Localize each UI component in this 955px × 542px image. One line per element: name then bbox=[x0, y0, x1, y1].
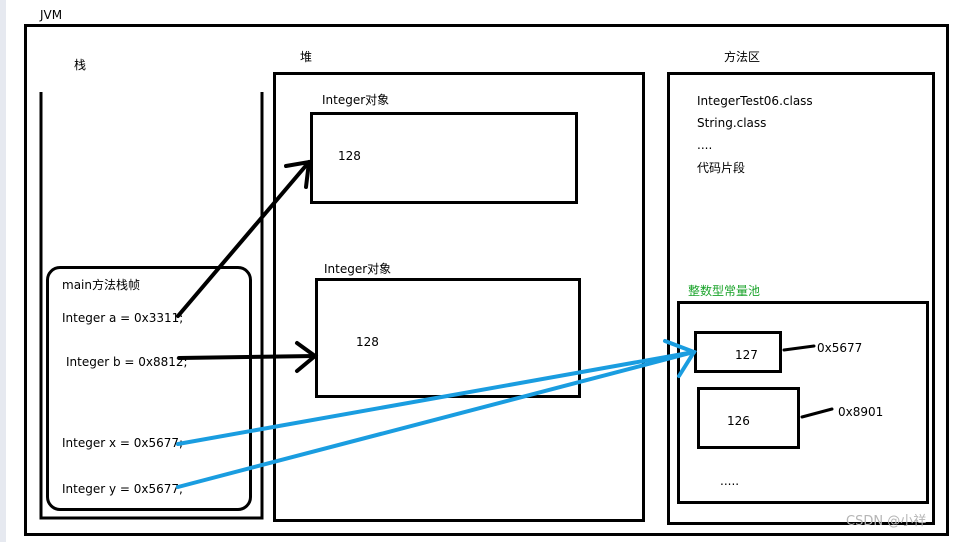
method-item-class: IntegerTest06.class bbox=[697, 94, 813, 108]
pool-entry-127-value: 127 bbox=[735, 348, 758, 362]
pool-entry-126-address: 0x8901 bbox=[838, 405, 884, 419]
page-left-rule bbox=[0, 0, 6, 542]
method-item-code: 代码片段 bbox=[697, 161, 746, 175]
heap-object-1-label: Integer对象 bbox=[322, 93, 390, 107]
watermark: CSDN @小祥 bbox=[846, 514, 927, 529]
main-frame-title: main方法栈帧 bbox=[62, 278, 140, 292]
heap-object-1 bbox=[310, 112, 578, 204]
method-area-title: 方法区 bbox=[724, 50, 761, 64]
pool-more: ..... bbox=[720, 474, 740, 488]
jvm-label: JVM bbox=[40, 8, 63, 22]
address-line-126 bbox=[800, 407, 834, 419]
var-y: Integer y = 0x5677; bbox=[62, 482, 184, 496]
heap-object-2-value: 128 bbox=[356, 335, 379, 349]
stack-title: 栈 bbox=[74, 58, 87, 72]
heap-frame bbox=[273, 72, 645, 522]
pool-entry-127-address: 0x5677 bbox=[817, 341, 863, 355]
address-line-127 bbox=[782, 344, 816, 352]
method-item-ellipsis: .... bbox=[697, 138, 713, 152]
jvm-frame bbox=[24, 24, 949, 536]
var-x: Integer x = 0x5677; bbox=[62, 436, 184, 450]
pool-entry-126-value: 126 bbox=[727, 414, 750, 428]
arrow-a bbox=[176, 159, 312, 318]
method-area-frame bbox=[667, 72, 935, 525]
var-b: Integer b = 0x8812; bbox=[66, 355, 188, 369]
constant-pool-frame bbox=[677, 301, 929, 504]
arrow-y bbox=[176, 350, 696, 489]
constant-pool-title: 整数型常量池 bbox=[688, 284, 761, 298]
heap-title: 堆 bbox=[300, 50, 313, 64]
heap-object-1-value: 128 bbox=[338, 149, 361, 163]
var-a: Integer a = 0x3311; bbox=[62, 311, 184, 325]
pool-entry-126 bbox=[697, 387, 800, 449]
arrow-b bbox=[177, 341, 319, 373]
main-stack-frame bbox=[46, 266, 252, 511]
heap-object-2-label: Integer对象 bbox=[324, 262, 392, 276]
method-item-string: String.class bbox=[697, 116, 767, 130]
